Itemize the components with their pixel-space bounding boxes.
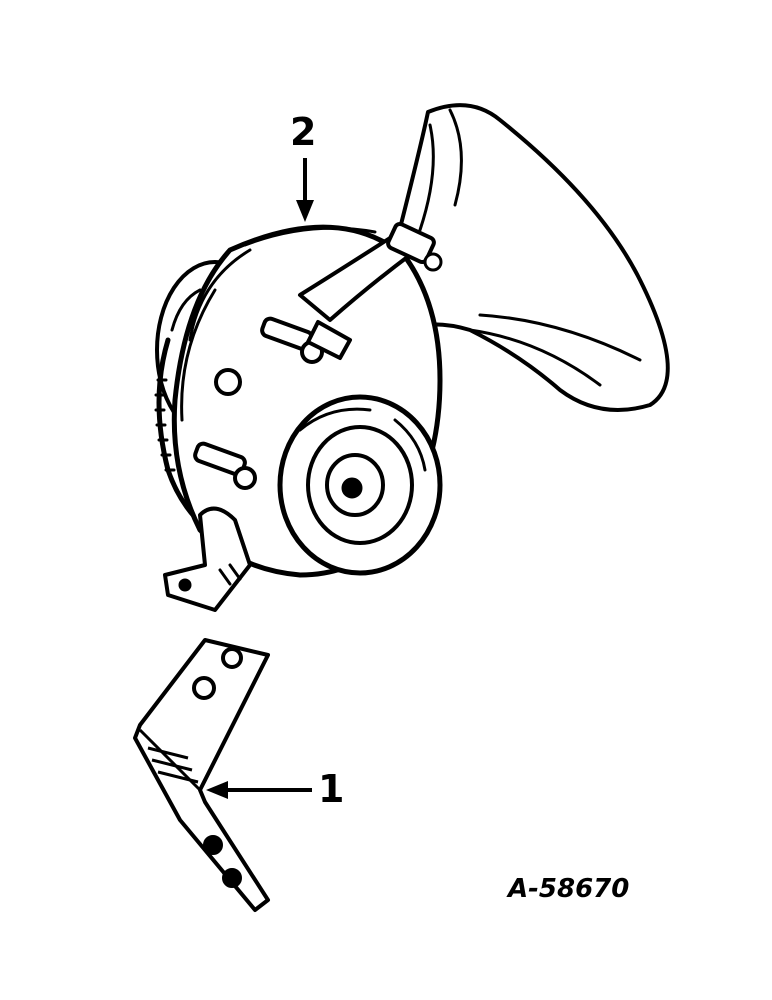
bracket-hole	[192, 676, 216, 700]
figure-reference-number: A-58670	[506, 874, 629, 904]
mounting-bracket	[133, 638, 270, 912]
callout-1: 1	[206, 767, 344, 811]
horn-bell	[378, 103, 670, 412]
callout-2-arrowhead	[296, 200, 314, 222]
bell-strap	[298, 221, 443, 360]
callout-1-arrowhead	[206, 781, 228, 799]
callout-1-label: 1	[318, 767, 344, 811]
bracket-hole	[222, 868, 242, 888]
center-screw	[341, 477, 363, 499]
bracket-hole	[203, 835, 223, 855]
horn-bell-shading	[418, 108, 642, 387]
callout-2-label: 2	[290, 110, 316, 154]
bracket-hole	[221, 647, 243, 669]
horn-front-face	[277, 394, 443, 576]
horn-assembly	[154, 103, 670, 612]
horn-mounting-foot	[163, 506, 252, 612]
callout-2: 2	[290, 110, 316, 222]
